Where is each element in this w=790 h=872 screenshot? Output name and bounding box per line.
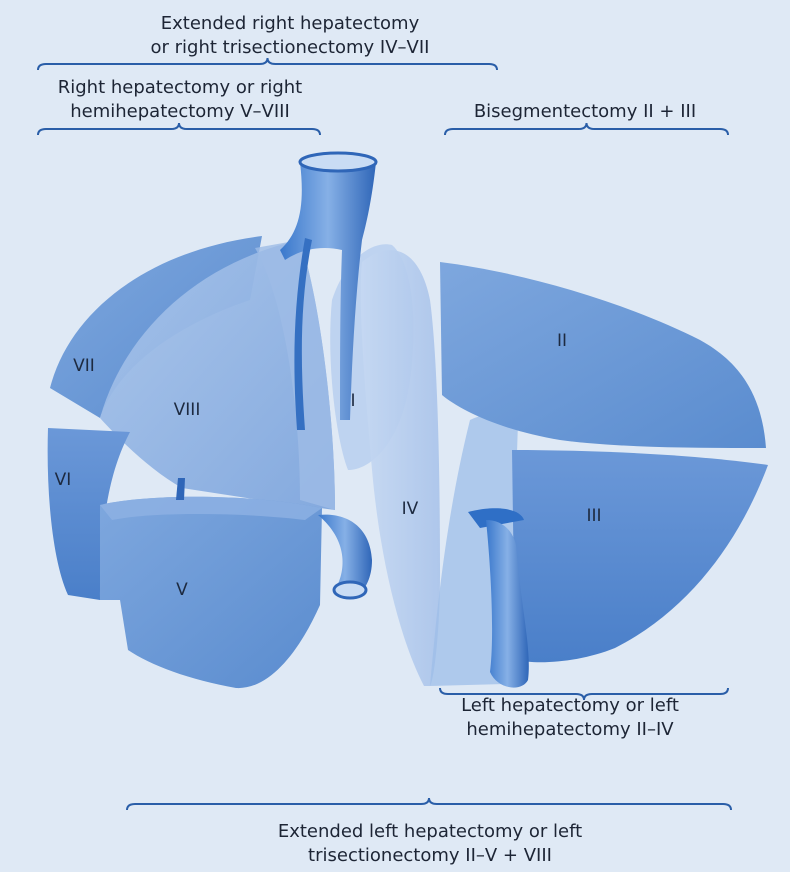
left-hepatectomy-line1: Left hepatectomy or left (440, 694, 700, 718)
segment-v-shape (100, 497, 322, 688)
right-hepatectomy-line1: Right hepatectomy or right (50, 76, 310, 100)
extended-left-bracket (127, 798, 731, 810)
left-hepatectomy-line2: hemihepatectomy II–IV (440, 718, 700, 742)
segment-label-iii: III (586, 506, 601, 526)
vena-cava-top (300, 153, 376, 171)
segment-iii-shape (512, 450, 768, 662)
extended-left-label: Extended left hepatectomy or left trisec… (260, 820, 600, 868)
extended-left-line1: Extended left hepatectomy or left (260, 820, 600, 844)
segment-ii-shape (440, 262, 766, 448)
segment-label-iv: IV (402, 499, 419, 519)
extended-right-line1: Extended right hepatectomy (140, 12, 440, 36)
right-hepatectomy-line2: hemihepatectomy V–VIII (50, 100, 310, 124)
portal-vein-end (334, 582, 366, 598)
segment-label-ii: II (557, 331, 567, 351)
left-hepatectomy-label: Left hepatectomy or left hemihepatectomy… (440, 694, 700, 742)
bisegmentectomy-bracket (445, 123, 728, 135)
bisegmentectomy-label: Bisegmentectomy II + III (450, 100, 720, 124)
extended-left-line2: trisectionectomy II–V + VIII (260, 844, 600, 868)
extended-right-line2: or right trisectionectomy IV–VII (140, 36, 440, 60)
segment-label-v: V (176, 580, 188, 600)
segment-label-i: I (350, 391, 355, 411)
segment-label-vi: VI (55, 470, 72, 490)
segment-label-viii: VIII (174, 400, 201, 420)
bisegmentectomy-line1: Bisegmentectomy II + III (450, 100, 720, 124)
right-hepatectomy-bracket (38, 123, 320, 135)
segment-iv-shape (361, 250, 440, 686)
right-hepatectomy-label: Right hepatectomy or right hemihepatecto… (50, 76, 310, 124)
extended-right-label: Extended right hepatectomy or right tris… (140, 12, 440, 60)
segment-label-vii: VII (73, 356, 95, 376)
